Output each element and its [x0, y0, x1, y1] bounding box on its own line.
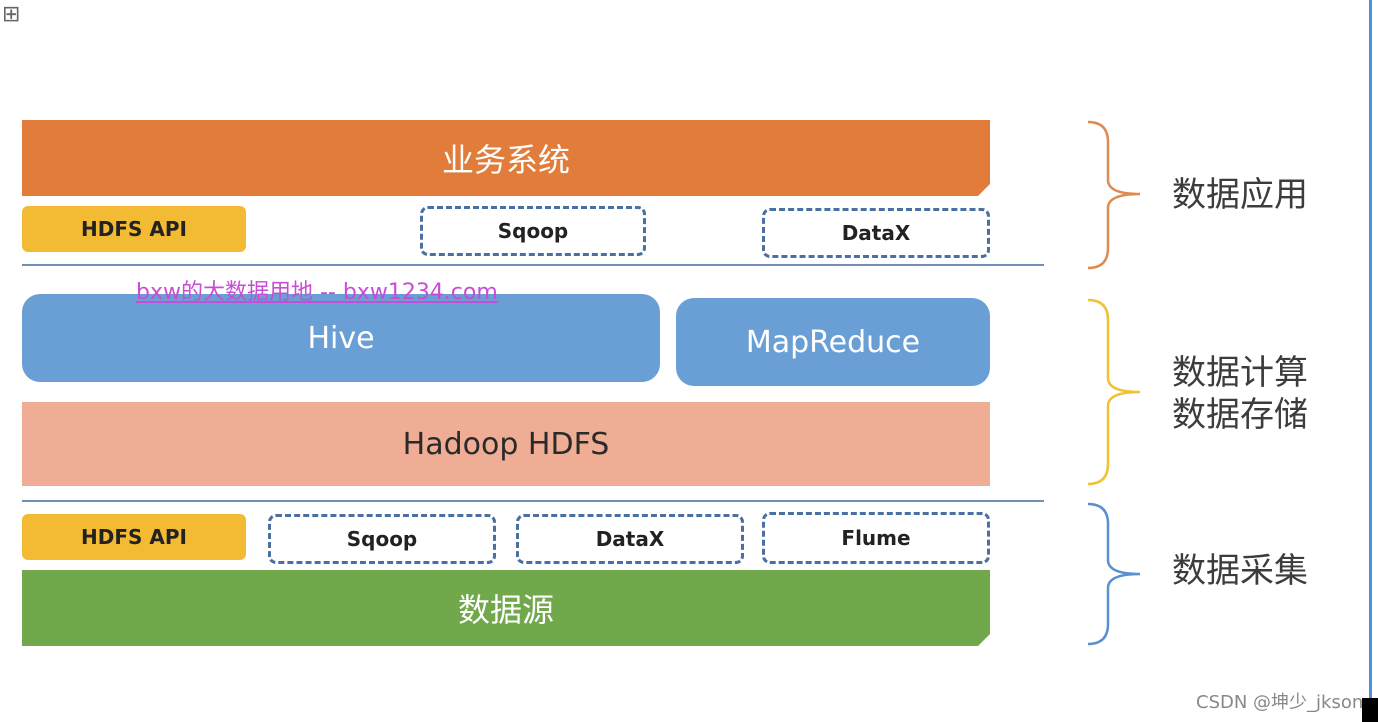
selection-border [1369, 0, 1372, 722]
label-data-storage: 数据存储 [1172, 395, 1308, 435]
hdfs-api-bottom: HDFS API [22, 514, 246, 560]
label-data-collection: 数据采集 [1172, 551, 1308, 591]
sqoop-top-box: Sqoop [420, 206, 646, 256]
hdfs-api-top-label: HDFS API [81, 217, 187, 241]
data-source-layer: 数据源 [22, 570, 990, 646]
hadoop-hdfs-label: Hadoop HDFS [402, 426, 610, 462]
label-data-application: 数据应用 [1172, 175, 1308, 215]
data-source-label: 数据源 [457, 591, 554, 629]
mapreduce-block: MapReduce [676, 298, 990, 386]
label-data-compute: 数据计算 [1172, 353, 1308, 393]
separator-top [22, 264, 1044, 266]
flume-label: Flume [841, 526, 911, 550]
sqoop-top-label: Sqoop [497, 219, 569, 243]
datax-bottom-box: DataX [516, 514, 744, 564]
hdfs-api-bottom-label: HDFS API [81, 525, 187, 549]
sqoop-bottom-box: Sqoop [268, 514, 496, 564]
hive-block: Hive [22, 294, 660, 382]
move-handle-icon[interactable]: ⊞ [2, 2, 21, 27]
business-system-layer: 业务系统 [22, 120, 990, 196]
brace-application-icon [1087, 120, 1141, 270]
datax-top-label: DataX [841, 221, 911, 245]
hdfs-api-top: HDFS API [22, 206, 246, 252]
csdn-footer: CSDN @坤少_jkson [1196, 692, 1364, 713]
datax-bottom-label: DataX [595, 527, 665, 551]
hadoop-hdfs-layer: Hadoop HDFS [22, 402, 990, 486]
mapreduce-label: MapReduce [745, 324, 921, 360]
watermark-text: bxw的大数据用地 -- bxw1234.com [136, 280, 498, 305]
corner-block [1362, 698, 1378, 722]
brace-collection-icon [1087, 502, 1141, 646]
hive-label: Hive [307, 320, 375, 356]
flume-box: Flume [762, 512, 990, 564]
brace-compute-storage-icon [1087, 298, 1141, 486]
datax-top-box: DataX [762, 208, 990, 258]
separator-bottom [22, 500, 1044, 502]
business-system-label: 业务系统 [441, 141, 570, 179]
sqoop-bottom-label: Sqoop [346, 527, 418, 551]
